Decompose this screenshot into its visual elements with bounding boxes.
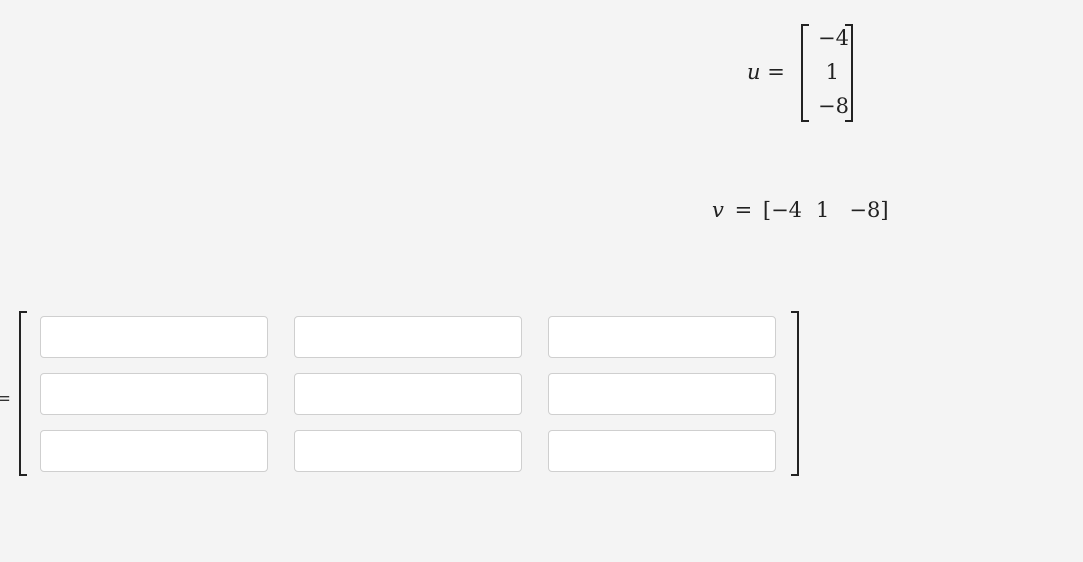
v-left-bracket: [ xyxy=(762,198,772,222)
answer-cell-r1-c1[interactable] xyxy=(40,316,268,358)
answer-cell-r1-c3[interactable] xyxy=(548,316,776,358)
answer-cell-r2-c2[interactable] xyxy=(294,373,522,415)
u-variable: u xyxy=(747,60,761,84)
answer-cell-r3-c3[interactable] xyxy=(548,430,776,472)
answer-cell-r1-c2[interactable] xyxy=(294,316,522,358)
answer-right-bracket xyxy=(791,311,799,476)
answer-cell-r2-c3[interactable] xyxy=(548,373,776,415)
u-right-bracket xyxy=(845,24,853,122)
v-entry-2: 1 xyxy=(816,198,830,222)
v-right-bracket: ] xyxy=(880,198,889,222)
v-entry-3: −8 xyxy=(849,198,881,222)
answer-left-bracket xyxy=(19,311,27,476)
u-entry-1: −4 xyxy=(818,26,849,50)
v-equation: v = [−4 1 −8] xyxy=(712,198,889,222)
answer-cell-r3-c1[interactable] xyxy=(40,430,268,472)
u-equation-label: u = xyxy=(747,60,785,84)
u-entry-2: 1 xyxy=(825,60,839,84)
u-left-bracket xyxy=(801,24,809,122)
u-entry-3: −8 xyxy=(818,94,849,118)
u-column-vector: −4 1 −8 xyxy=(801,24,853,122)
answer-cell-r3-c2[interactable] xyxy=(294,430,522,472)
answer-equals-sign: = xyxy=(0,388,12,409)
answer-cell-r2-c1[interactable] xyxy=(40,373,268,415)
v-equals-sign: = xyxy=(734,198,753,222)
v-variable: v xyxy=(712,198,724,222)
u-equals-sign: = xyxy=(767,60,785,84)
v-entry-1: −4 xyxy=(771,198,803,222)
